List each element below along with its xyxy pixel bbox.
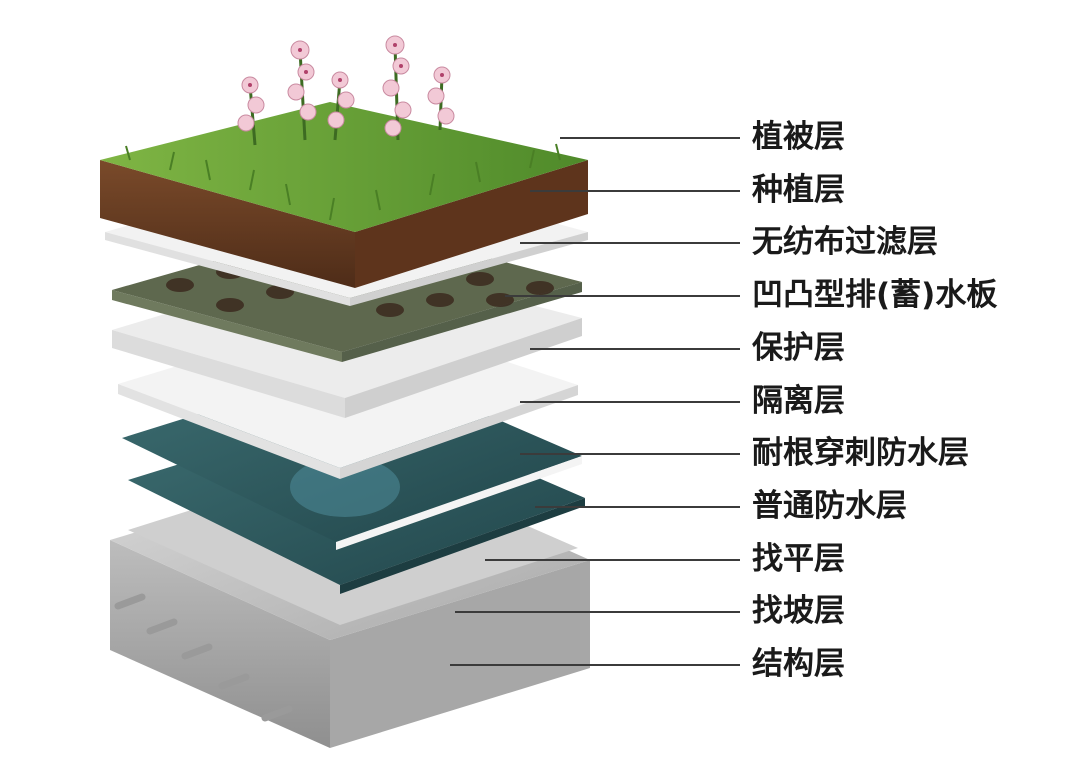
leader-line [455,611,740,613]
leader-line [520,453,740,455]
leader-line [505,295,740,297]
label-root-barrier-layer: 耐根穿刺防水层 [752,433,969,473]
leader-line [530,348,740,350]
label-planting-layer: 种植层 [752,170,845,210]
label-protection-layer: 保护层 [752,328,845,368]
label-drainage-board: 凹凸型排(蓄)水板 [752,275,997,315]
label-vegetation-layer: 植被层 [752,117,845,157]
leader-line [485,559,740,561]
leader-line [450,664,740,666]
leader-line [520,242,740,244]
label-slope-layer: 找坡层 [752,591,845,631]
label-waterproof-layer: 普通防水层 [752,486,907,526]
roof-layers-illustration [0,0,700,774]
leader-line [530,190,740,192]
leader-line [535,506,740,508]
label-structural-layer: 结构层 [752,644,845,684]
leader-line [560,137,740,139]
label-filter-layer: 无纺布过滤层 [752,222,938,262]
leader-line [520,401,740,403]
label-isolation-layer: 隔离层 [752,381,845,421]
label-leveling-layer: 找平层 [752,539,845,579]
